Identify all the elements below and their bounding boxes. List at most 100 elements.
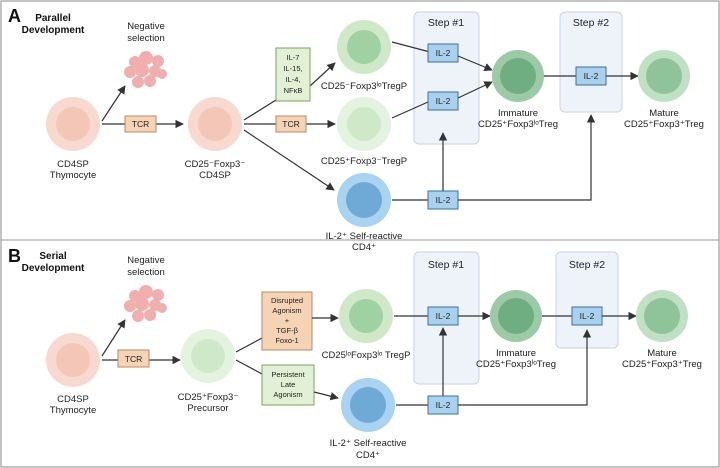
- panel-b-title-line1: Serial: [39, 251, 66, 262]
- disrupted-line-5: Foxo-1: [275, 336, 298, 345]
- il2-label-a3: IL-2: [436, 195, 451, 205]
- cytokine-box: [275, 47, 311, 102]
- precursor-label-2: Precursor: [187, 403, 228, 414]
- negative-selection-cluster: [124, 51, 167, 88]
- il2-box-a1: [427, 43, 459, 63]
- negative-selection-cluster-b: [124, 285, 167, 322]
- step2-label-b: Step #2: [569, 259, 605, 271]
- immature-nucleus-a: [500, 58, 536, 94]
- tcr2-box: [275, 115, 307, 133]
- arrow-thymocyte-b-to-negsel: [101, 319, 126, 357]
- il2-box-a2: [427, 91, 459, 111]
- selfreactive-b-nucleus: [350, 387, 386, 423]
- step1-label: Step #1: [428, 17, 464, 29]
- immature-label-a-2: CD25⁺Foxp3ˡᵒTreg: [478, 119, 558, 130]
- il2-label-b1: IL-2: [436, 311, 451, 321]
- cytokine-line-2: IL-15,: [283, 64, 302, 73]
- arrow-tregp-top-to-il2: [391, 41, 431, 53]
- il2-label-a2: IL-2: [436, 96, 451, 106]
- cytokine-line-4: NFκB: [284, 86, 303, 95]
- tregp-mid-label: CD25⁺Foxp3⁻TregP: [321, 156, 407, 167]
- thymocyte-nucleus: [56, 107, 90, 141]
- arrow-cd4sp-to-selfreactive: [243, 129, 335, 191]
- arrow-cytokine-to-tregp: [309, 62, 336, 87]
- tregp-top-label: CD25⁻Foxp3ˡᵒTregP: [321, 81, 407, 92]
- persistent-line-2: Late: [281, 380, 296, 389]
- arrow-persistent-to-selfreactive: [313, 391, 339, 401]
- arrow-cd4sp-to-cytokine: [243, 99, 277, 121]
- tregp-top-nucleus: [347, 30, 381, 64]
- step2-box: [559, 11, 623, 113]
- mature-label-a-1: Mature: [649, 108, 679, 119]
- disrupted-line-1: Disrupted: [271, 296, 303, 305]
- panel-a-title-line1: Parallel: [35, 13, 71, 24]
- panel-a-letter: A: [8, 6, 21, 26]
- thymocyte-label-1: CD4SP: [57, 159, 89, 170]
- tregp-b-nucleus: [349, 299, 383, 333]
- immature-nucleus-b: [498, 298, 534, 334]
- arrow-il2-a1-to-immature: [457, 55, 493, 72]
- persistent-line-3: Agonism: [273, 390, 302, 399]
- il2-label-a1: IL-2: [436, 48, 451, 58]
- arrow-precursor-to-disrupted: [235, 337, 263, 353]
- arrow-il2-b2-to-step2: [458, 329, 592, 406]
- tcr-b-label: TCR: [125, 354, 142, 364]
- precursor-label-1: CD25⁺Foxp3⁻: [178, 392, 239, 403]
- selfreactive-b-label-2: CD4⁺: [356, 450, 380, 461]
- immature-label-a-1: Immature: [498, 108, 538, 119]
- mature-label-a-2: CD25⁺Foxp3⁺Treg: [624, 119, 704, 130]
- thymocyte-b-label-2: Thymocyte: [50, 405, 96, 416]
- arrow-il2-a3-to-step2: [458, 114, 596, 201]
- mature-b-label-2: CD25⁺Foxp3⁺Treg: [622, 359, 702, 370]
- cytokine-line-3: IL-4,: [285, 75, 300, 84]
- precursor-nucleus: [191, 339, 225, 373]
- step1-label-b: Step #1: [428, 259, 464, 271]
- il2-label-b2: IL-2: [436, 400, 451, 410]
- il2-label-a4: IL-2: [584, 71, 599, 81]
- cd4sp-nucleus: [198, 107, 232, 141]
- arrow-thymocyte-to-negsel: [101, 85, 126, 122]
- step2-label: Step #2: [573, 17, 609, 29]
- thymocyte-b-label-1: CD4SP: [57, 394, 89, 405]
- tcr2-label: TCR: [282, 119, 299, 129]
- cd4sp-label-2: CD4SP: [199, 170, 231, 181]
- panel-b: B Serial Development Step #1 Step #2 Neg…: [8, 246, 702, 461]
- panel-b-title-line2: Development: [22, 263, 85, 274]
- negative-selection-b-label-1: Negative: [127, 255, 165, 266]
- selfreactive-nucleus: [346, 182, 382, 218]
- cytokine-line-1: IL-7: [287, 53, 300, 62]
- step1-box: [413, 11, 480, 145]
- disrupted-line-3: +: [285, 316, 290, 325]
- il2-label-b3: IL-2: [580, 311, 595, 321]
- selfreactive-label-2: CD4⁺: [352, 242, 376, 253]
- thymocyte-nucleus-b: [56, 343, 90, 377]
- arrow-tregp-mid-to-il2: [391, 101, 429, 119]
- selfreactive-b-label-1: IL-2⁺ Self-reactive: [330, 438, 407, 449]
- arrow-il2-a2-to-immature: [457, 81, 493, 99]
- panel-a: A Parallel Development Step #1 Step #2 N…: [8, 6, 704, 253]
- thymocyte-label-2: Thymocyte: [50, 170, 96, 181]
- cd4sp-label-1: CD25⁻Foxp3⁻: [185, 159, 246, 170]
- panel-a-title-line2: Development: [22, 25, 85, 36]
- tcr-box: [124, 115, 157, 133]
- tcr-label: TCR: [132, 119, 149, 129]
- persistent-box: [261, 364, 315, 406]
- arrow-precursor-to-persistent: [235, 359, 263, 375]
- mature-nucleus-a: [646, 58, 682, 94]
- tregp-mid-nucleus: [347, 107, 381, 141]
- negative-selection-label-2: selection: [127, 33, 165, 44]
- immature-b-label-2: CD25⁺Foxp3ˡᵒTreg: [476, 359, 556, 370]
- selfreactive-label-1: IL-2⁺ Self-reactive: [326, 231, 403, 242]
- disrupted-line-4: TGF-β: [276, 326, 298, 335]
- panel-b-letter: B: [8, 246, 21, 266]
- persistent-line-1: Persistent: [271, 370, 305, 379]
- mature-nucleus-b: [644, 298, 680, 334]
- immature-b-label-1: Immature: [496, 348, 536, 359]
- negative-selection-label-1: Negative: [127, 21, 165, 32]
- negative-selection-b-label-2: selection: [127, 267, 165, 278]
- disrupted-box: [261, 291, 313, 351]
- tcr-box-b: [117, 349, 150, 368]
